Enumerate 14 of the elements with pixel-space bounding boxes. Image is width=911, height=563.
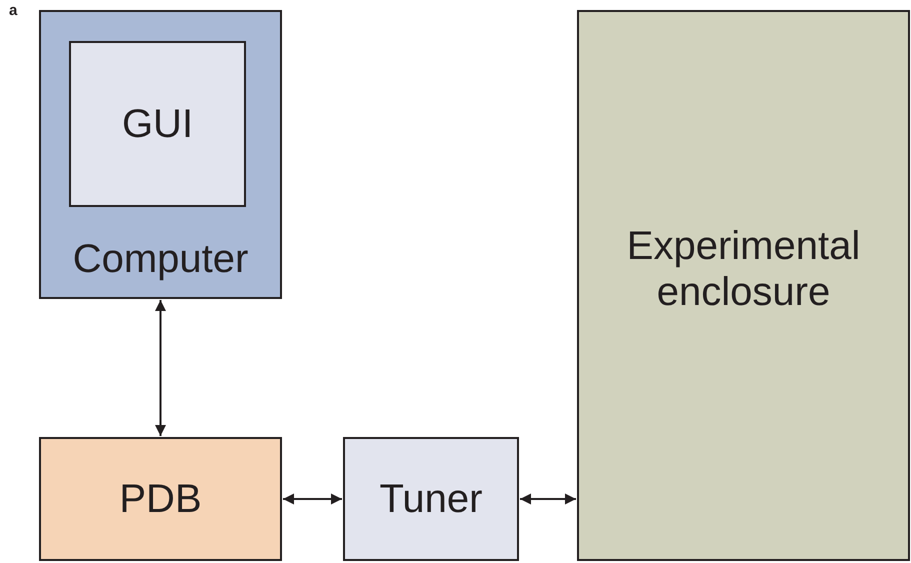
- block-label: PDB: [118, 476, 203, 522]
- arrow: [283, 494, 342, 504]
- block-box: [39, 10, 282, 299]
- block-label: Tuner: [378, 476, 484, 522]
- block-box: [577, 10, 910, 561]
- block-box: [69, 41, 246, 207]
- panel-label: a: [9, 2, 18, 19]
- arrow: [155, 300, 166, 436]
- arrow: [520, 494, 576, 504]
- block-label: Experimental enclosure: [626, 223, 862, 315]
- block-label: Computer: [72, 236, 250, 282]
- block-label: GUI: [120, 101, 194, 147]
- block-box: [343, 437, 519, 561]
- block-box: [39, 437, 282, 561]
